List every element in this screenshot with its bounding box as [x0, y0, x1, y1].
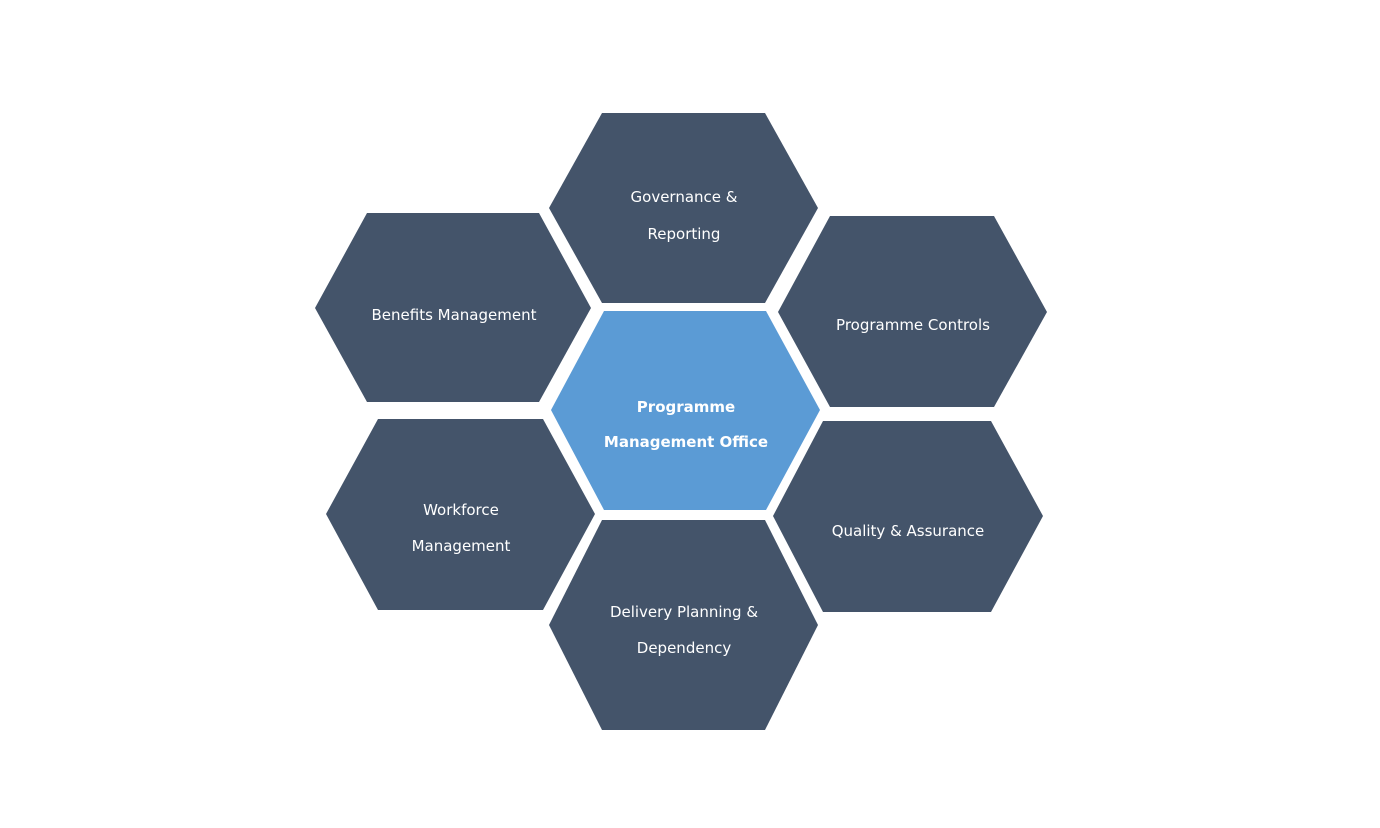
hexagon-shape	[549, 113, 818, 303]
hexagon-shape	[326, 419, 595, 610]
node-label-line: Governance &	[631, 188, 738, 206]
hex-programme-management-office: Programme Management Office	[551, 311, 820, 510]
hexagon-shape	[315, 213, 591, 402]
hex-quality-assurance: Quality & Assurance	[773, 421, 1043, 612]
hex-programme-controls: Programme Controls	[778, 216, 1047, 407]
hex-governance-reporting: Governance & Reporting	[549, 113, 818, 303]
node-label-line: Benefits Management	[372, 306, 537, 324]
hex-benefits-management: Benefits Management	[315, 213, 591, 402]
hexagon-shape	[773, 421, 1043, 612]
node-label-line: Reporting	[648, 225, 721, 243]
node-label-line: Dependency	[637, 639, 732, 657]
hexagon-shape	[778, 216, 1047, 407]
hexagon-shape	[549, 520, 818, 730]
node-label-line: Programme Controls	[836, 316, 990, 334]
node-label-line: Management	[412, 537, 511, 555]
hex-workforce-management: Workforce Management	[326, 419, 595, 610]
node-label-line: Quality & Assurance	[832, 522, 985, 540]
center-label-line: Programme	[637, 398, 735, 416]
hex-delivery-planning-dependency: Delivery Planning & Dependency	[549, 520, 818, 730]
hexagon-shape	[551, 311, 820, 510]
center-label-line: Management Office	[604, 433, 768, 451]
node-label-line: Workforce	[423, 501, 499, 519]
node-label-line: Delivery Planning &	[610, 603, 758, 621]
